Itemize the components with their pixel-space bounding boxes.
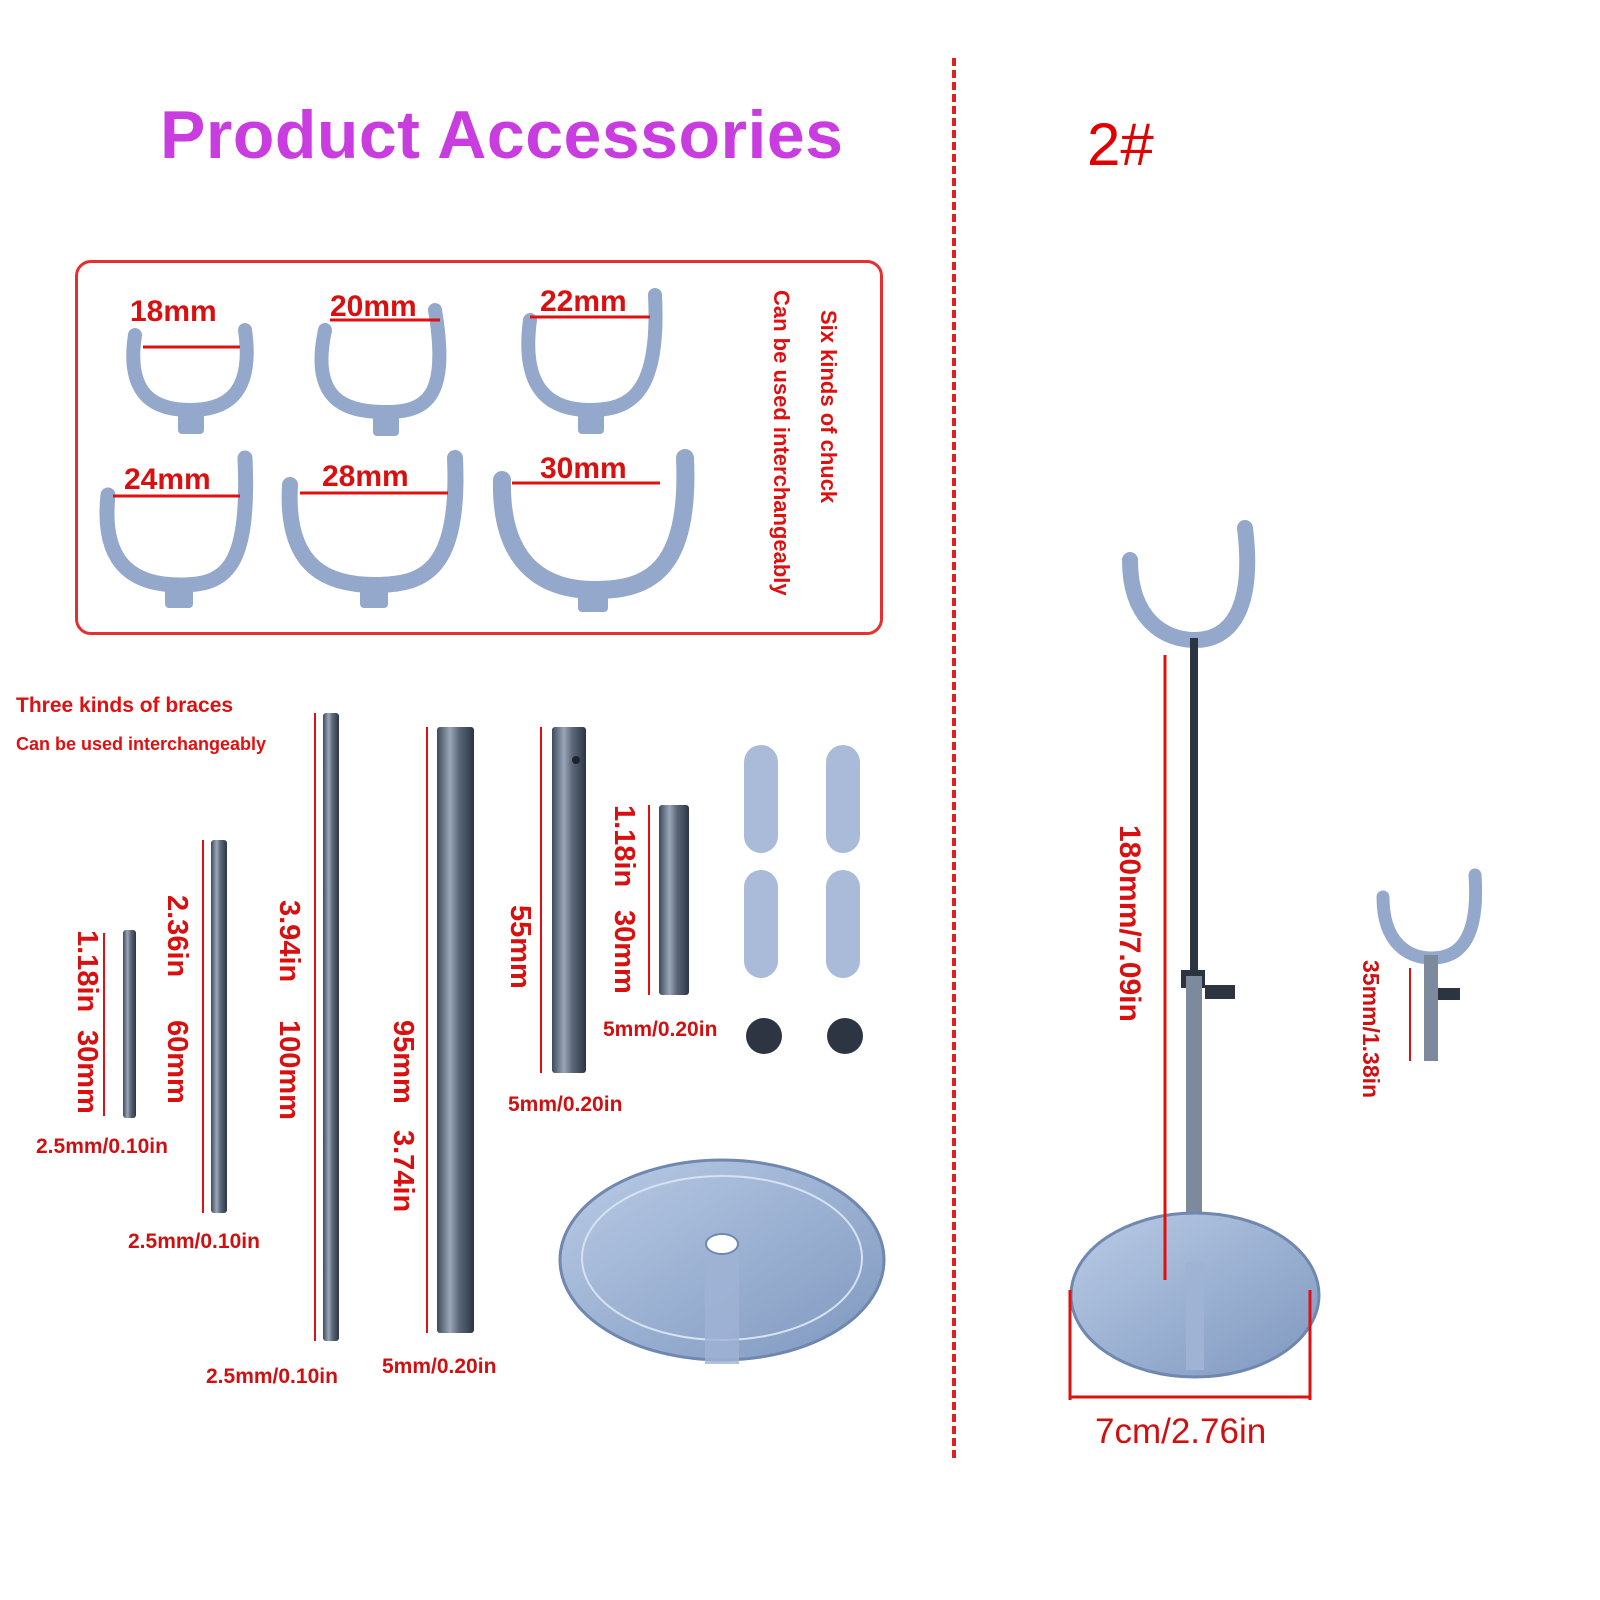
rod-30-inch-label: 1.18in xyxy=(71,930,103,1013)
chuck-note-line1: Six kinds of chuck xyxy=(816,310,841,504)
chuck-label: 28mm xyxy=(322,460,409,493)
small-post-label: 35mm/1.38in xyxy=(1358,960,1384,1099)
chuck-label: 24mm xyxy=(124,463,211,496)
rod-55mm-thick xyxy=(552,727,586,1073)
chuck-label: 30mm xyxy=(540,452,627,485)
rubber-cap xyxy=(826,745,860,853)
rod-short-mm-label: 30mm xyxy=(608,910,640,994)
rod-95mm-thick xyxy=(437,727,474,1333)
chuck-panel xyxy=(75,260,883,635)
chuck-note-line2: Can be used interchangeably xyxy=(769,290,794,596)
chuck-label: 18mm xyxy=(130,295,217,328)
rod-95-inch-label: 3.74in xyxy=(387,1130,419,1213)
rod-95-mm-label: 95mm xyxy=(387,1020,419,1104)
rod-100-inch-label: 3.94in xyxy=(273,900,305,983)
chuck-18-icon xyxy=(126,323,254,418)
rubber-cap xyxy=(744,870,778,978)
section-divider xyxy=(952,58,956,1458)
rod-30mm-thin xyxy=(123,930,136,1118)
small-post xyxy=(1424,955,1438,1061)
chuck-label: 22mm xyxy=(540,285,627,318)
rod-short-inch-label: 1.18in xyxy=(608,805,640,888)
rod-55-mm-label: 55mm xyxy=(504,905,536,989)
braces-heading: Three kinds of braces xyxy=(16,694,234,717)
rod-60-mm-label: 60mm xyxy=(161,1020,193,1104)
rod-60mm-thin xyxy=(211,840,227,1213)
small-chuck-icon xyxy=(1376,868,1483,965)
screw-head xyxy=(746,1018,782,1054)
stand-lower-rod xyxy=(1186,976,1202,1276)
chuck-20-icon xyxy=(314,303,447,420)
screw-head xyxy=(827,1018,863,1054)
rod-30mm-thick xyxy=(659,805,689,995)
rod-100-dia-label: 2.5mm/0.10in xyxy=(206,1365,338,1388)
braces-subheading: Can be used interchangeably xyxy=(16,734,267,754)
stand-base-width-label: 7cm/2.76in xyxy=(1095,1412,1267,1451)
rod-30-mm-label: 30mm xyxy=(71,1030,103,1114)
page-title: Product Accessories xyxy=(160,97,844,173)
stand-upper-rod xyxy=(1190,638,1198,976)
stand-chuck-icon xyxy=(1122,520,1256,649)
rod-60-inch-label: 2.36in xyxy=(161,895,193,978)
stand-height-label: 180mm/7.09in xyxy=(1113,825,1146,1022)
rod-short-dia-label: 5mm/0.20in xyxy=(603,1018,718,1041)
rod-60-dia-label: 2.5mm/0.10in xyxy=(128,1230,260,1253)
rubber-cap xyxy=(826,870,860,978)
rod-95-dia-label: 5mm/0.20in xyxy=(382,1355,497,1378)
rod-55-dia-label: 5mm/0.20in xyxy=(508,1093,623,1116)
rod-100mm-thin xyxy=(323,713,339,1341)
rod-100-mm-label: 100mm xyxy=(273,1020,305,1120)
rubber-cap xyxy=(744,745,778,853)
rod-30-dia-label: 2.5mm/0.10in xyxy=(36,1135,168,1158)
model-number: 2# xyxy=(1087,111,1154,178)
chuck-label: 20mm xyxy=(330,290,417,323)
